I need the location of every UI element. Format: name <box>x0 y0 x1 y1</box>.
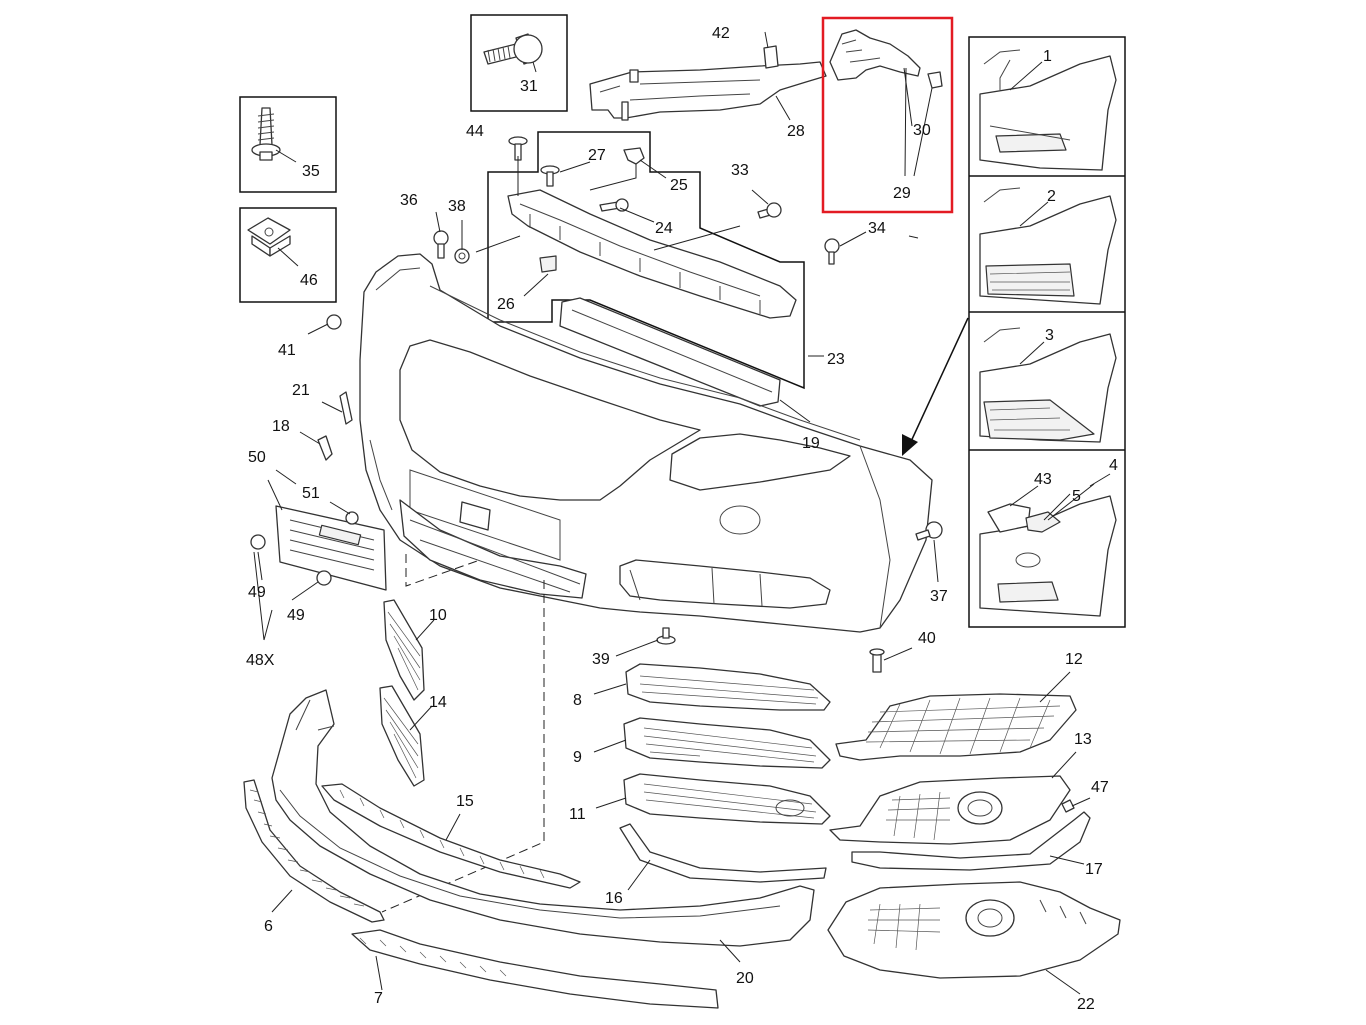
clip-nut-inset-46 <box>239 207 337 303</box>
callout-labels: 1 2 3 4 5 43 42 31 28 30 29 35 46 44 27 … <box>246 25 1118 1013</box>
callout-37: 37 <box>930 588 948 605</box>
callout-10: 10 <box>429 607 447 624</box>
variant-2 <box>979 187 1117 305</box>
callout-5: 5 <box>1072 488 1081 505</box>
callout-39: 39 <box>592 651 610 668</box>
callout-15: 15 <box>456 793 474 810</box>
callout-19: 19 <box>802 435 820 452</box>
callout-26: 26 <box>497 296 515 313</box>
screw-34 <box>824 238 840 265</box>
callout-2: 2 <box>1047 188 1056 205</box>
fastener-27 <box>540 165 560 187</box>
callout-11: 11 <box>569 806 586 823</box>
trim-strip-17 <box>851 811 1091 871</box>
callout-35: 35 <box>302 163 320 180</box>
callout-51: 51 <box>302 485 320 502</box>
callout-36: 36 <box>400 192 418 209</box>
callout-34: 34 <box>868 220 886 237</box>
callout-42: 42 <box>712 25 730 42</box>
callout-16: 16 <box>605 890 623 907</box>
callout-27: 27 <box>588 147 606 164</box>
fastener-inset-31 <box>470 14 568 112</box>
clip-47 <box>1061 799 1075 813</box>
grille-insert-14 <box>379 685 425 787</box>
lower-spoiler-20 <box>271 689 815 947</box>
screw-33 <box>757 202 782 219</box>
variant-1 <box>979 49 1117 171</box>
callout-7: 7 <box>374 990 383 1007</box>
callout-14: 14 <box>429 694 447 711</box>
variant-4 <box>979 495 1117 617</box>
callout-31: 31 <box>520 78 538 95</box>
dashed-guide-left <box>405 554 481 587</box>
callout-49-left: 49 <box>248 584 266 601</box>
variant-panel-group <box>968 36 1126 628</box>
fog-grille-8 <box>625 663 831 711</box>
bumper-cover-main <box>359 253 933 633</box>
fog-grille-12 <box>835 693 1077 761</box>
callout-48x: 48X <box>246 652 275 669</box>
callout-38: 38 <box>448 198 466 215</box>
upper-support-bracket-28 <box>589 45 827 121</box>
bracket-29-30 <box>829 29 943 89</box>
callout-9: 9 <box>573 749 582 766</box>
callout-25: 25 <box>670 177 688 194</box>
callout-50: 50 <box>248 449 266 466</box>
callout-30: 30 <box>913 122 931 139</box>
grille-insert-10 <box>383 599 425 701</box>
grille-trim-15 <box>321 783 581 889</box>
callout-12: 12 <box>1065 651 1083 668</box>
fog-grille-11 <box>623 773 831 825</box>
callout-29: 29 <box>893 185 911 202</box>
screw-inset-35 <box>239 96 337 193</box>
fog-bezel-22 <box>827 881 1121 979</box>
nut-38 <box>454 248 470 264</box>
callout-17: 17 <box>1085 861 1103 878</box>
callout-41: 41 <box>278 342 296 359</box>
callout-33: 33 <box>731 162 749 179</box>
variant-pointer-arrow <box>902 317 969 456</box>
leader-lines <box>253 31 1111 995</box>
callout-6: 6 <box>264 918 273 935</box>
license-plate-bracket-48 <box>250 505 387 591</box>
impact-absorber-19 <box>559 297 781 407</box>
callout-46: 46 <box>300 272 318 289</box>
trim-strip-16 <box>619 823 827 883</box>
callout-43: 43 <box>1034 471 1052 488</box>
clip-39 <box>656 627 676 645</box>
clip-25 <box>623 147 645 165</box>
bracket-18 <box>317 435 333 461</box>
callout-4: 4 <box>1109 457 1118 474</box>
fog-bezel-13 <box>829 775 1071 845</box>
callout-20: 20 <box>736 970 754 987</box>
callout-21: 21 <box>292 382 310 399</box>
callout-49-right: 49 <box>287 607 305 624</box>
callout-3: 3 <box>1045 327 1054 344</box>
screw-24 <box>599 198 629 212</box>
trim-strip-7 <box>351 929 719 1009</box>
callout-1: 1 <box>1043 48 1052 65</box>
callout-28: 28 <box>787 123 805 140</box>
variant-3 <box>979 327 1117 443</box>
screw-36 <box>433 230 449 259</box>
fog-grille-9 <box>623 717 831 769</box>
screw-40 <box>869 648 885 673</box>
callout-44: 44 <box>466 123 484 140</box>
clip-41 <box>326 314 342 330</box>
bracket-21 <box>339 391 353 425</box>
callout-13: 13 <box>1074 731 1092 748</box>
callout-22: 22 <box>1077 996 1095 1013</box>
callout-18: 18 <box>272 418 290 435</box>
callout-24: 24 <box>655 220 673 237</box>
screw-37 <box>915 521 943 541</box>
highlight-box <box>821 16 954 214</box>
callout-23: 23 <box>827 351 845 368</box>
callout-40: 40 <box>918 630 936 647</box>
retainer-bracket-23 <box>487 131 805 390</box>
air-dam-6 <box>243 779 385 923</box>
callout-47: 47 <box>1091 779 1109 796</box>
callout-8: 8 <box>573 692 582 709</box>
